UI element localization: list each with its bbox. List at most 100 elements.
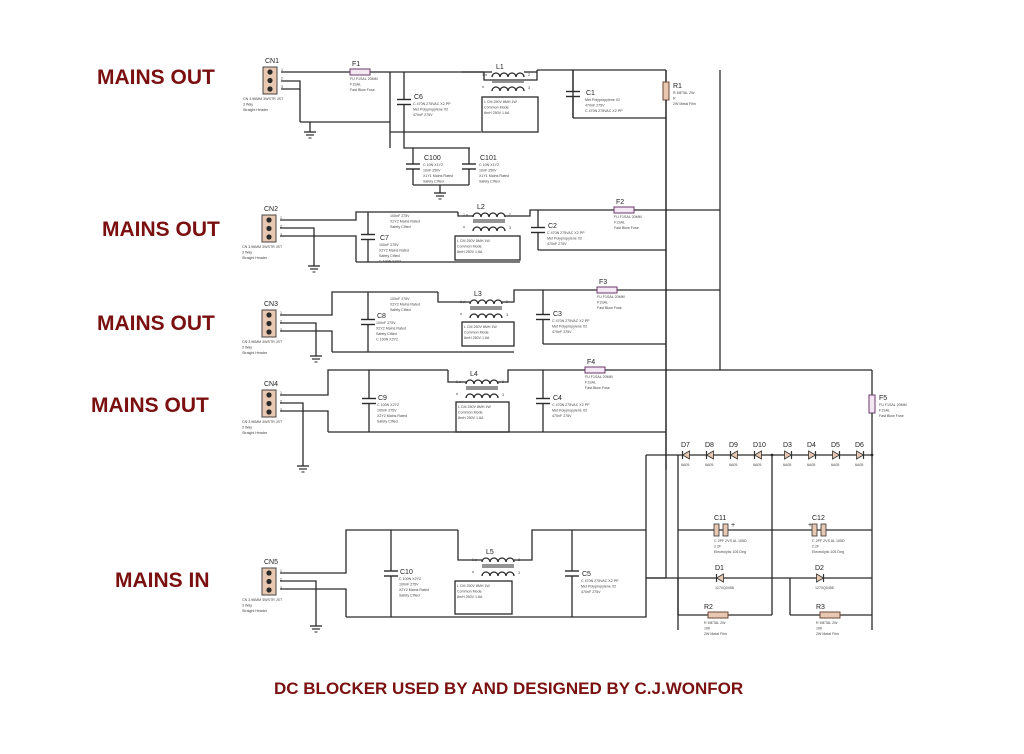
diode-part: 6A05 bbox=[753, 463, 761, 467]
inductor-l4 bbox=[465, 379, 499, 385]
connector-text: 3 Way bbox=[242, 251, 252, 255]
capacitor-text: 100nF 275V bbox=[399, 583, 419, 587]
capacitor-text: 2.2F bbox=[714, 545, 722, 549]
resistor-text: 2W Metal Film bbox=[673, 102, 696, 106]
diode-part: 6A05 bbox=[729, 463, 737, 467]
connector-ref: CN3 bbox=[264, 301, 278, 308]
inductor-text: 8mH 250V 1.6A bbox=[457, 595, 483, 599]
section-label-5: MAINS IN bbox=[115, 569, 210, 592]
capacitor-text: X2Y2 Mains Rated bbox=[399, 588, 429, 592]
inductor-ref: L1 bbox=[496, 64, 504, 71]
inductor-box bbox=[481, 96, 539, 133]
capacitor-text: C 2PF 2VS AL 105D bbox=[714, 539, 747, 543]
capacitor-text: 100nF 275V bbox=[390, 297, 410, 301]
wire bbox=[457, 530, 482, 561]
pin-label: o bbox=[460, 312, 462, 316]
inductor-text: L CM 250V 8MH 1W bbox=[457, 239, 490, 243]
wire bbox=[457, 212, 473, 217]
capacitor-text: 2.2F bbox=[812, 545, 820, 549]
diode-part: 1270Q0458 bbox=[815, 586, 834, 590]
connector-ref: CN1 bbox=[265, 58, 279, 65]
inductor-l3 bbox=[469, 299, 503, 305]
wire bbox=[505, 209, 666, 217]
pin-label: o bbox=[482, 85, 484, 89]
pin-label: 1 bbox=[280, 569, 282, 573]
pin-label: 2 bbox=[528, 73, 530, 77]
diode-icon bbox=[816, 573, 825, 583]
inductor-text: Common Mode bbox=[457, 245, 482, 249]
capacitor-text: C 470N 275VAC X2 PP bbox=[585, 109, 623, 113]
diode-d6 bbox=[856, 450, 865, 460]
connector-pin bbox=[266, 392, 272, 398]
pin-label: 3 bbox=[509, 226, 511, 230]
connector-pin bbox=[266, 312, 272, 318]
capacitor-text: 470nF 275V bbox=[413, 113, 433, 117]
fuse-text: Fast Blow Fuse bbox=[879, 414, 904, 418]
diode-ref: D4 bbox=[807, 442, 816, 449]
capacitor-ref: C4 bbox=[553, 395, 562, 402]
diode-part: 1270Q0458 bbox=[715, 586, 734, 590]
inductor-text: Common Mode bbox=[457, 590, 482, 594]
capacitor-text: 470nF 275V bbox=[552, 414, 572, 418]
inductor-text: Common Mode bbox=[458, 411, 483, 415]
capacitor-text: X2Y2 Mains Rated bbox=[376, 327, 406, 331]
capacitor-text: C 470N 275VAC X2 PP bbox=[413, 102, 451, 106]
section-label-3: MAINS OUT bbox=[97, 312, 215, 335]
capacitor-text: 10nF 250V bbox=[479, 169, 497, 173]
inductor-text: L CM 250V 8MH 1W bbox=[484, 100, 517, 104]
connector-pin bbox=[266, 409, 272, 415]
wire bbox=[403, 132, 470, 149]
capacitor-text: C 470N 275VAC X2 PP bbox=[552, 403, 590, 407]
capacitor-ref: C5 bbox=[582, 571, 591, 578]
capacitor-text: 100nF 275V bbox=[379, 243, 399, 247]
pin-label: 2 bbox=[280, 578, 282, 582]
pin-label: 3 bbox=[280, 233, 282, 237]
pin-label: 2 bbox=[280, 400, 282, 404]
connector-pin bbox=[266, 400, 272, 407]
capacitor-text: Met Polypropylene X2 bbox=[585, 98, 620, 102]
diode-d4 bbox=[808, 450, 817, 460]
pin-label: 1 o bbox=[482, 73, 487, 77]
capacitor-ref: C2 bbox=[548, 223, 557, 230]
capacitor-text: 470nF 275V bbox=[547, 242, 567, 246]
connector-pin bbox=[266, 587, 272, 593]
pin-label: 3 bbox=[528, 86, 530, 90]
pin-label: 2 bbox=[280, 320, 282, 324]
capacitor-ref: C11 bbox=[714, 515, 726, 522]
inductor-l1 bbox=[491, 72, 525, 78]
fuse-f3 bbox=[596, 286, 618, 294]
fuse-text: F1SAL bbox=[879, 409, 890, 413]
capacitor-text: Safety Ctfied bbox=[390, 225, 411, 229]
wire bbox=[280, 227, 315, 260]
inductor-l3 bbox=[469, 313, 503, 319]
capacitor-text: Electrolytic 105 Deg bbox=[812, 550, 844, 554]
diode-icon bbox=[808, 450, 817, 460]
diode-icon bbox=[784, 450, 793, 460]
connector-pin bbox=[267, 77, 273, 84]
wire bbox=[447, 370, 466, 383]
diode-part: 6A05 bbox=[855, 463, 863, 467]
inductor-box bbox=[454, 580, 513, 615]
connector-text: Straight Header bbox=[242, 351, 268, 355]
connector-text: 3 Way bbox=[243, 103, 253, 107]
capacitor-ref: C100 bbox=[424, 155, 441, 162]
fuse-text: FU F1SAL 20MM bbox=[614, 215, 642, 219]
polarity-mark: + bbox=[731, 522, 735, 529]
fuse-text: Fast Blow Fuse bbox=[597, 306, 622, 310]
connector-text: 3 Way bbox=[242, 604, 252, 608]
diode-part: 6A05 bbox=[705, 463, 713, 467]
section-label-4: MAINS OUT bbox=[91, 394, 209, 417]
inductor-box bbox=[461, 321, 515, 347]
wire bbox=[280, 235, 357, 262]
resistor-text: 2W Metal Film bbox=[816, 632, 839, 636]
wire bbox=[514, 529, 646, 561]
capacitor-text: Safety Ctfied bbox=[376, 332, 397, 336]
pin-label: 3 bbox=[281, 85, 283, 89]
capacitor-text: Safety Ctfied bbox=[399, 594, 420, 598]
connector-text: Straight Header bbox=[242, 609, 268, 613]
connector-text: 3 Way bbox=[242, 426, 252, 430]
resistor-text: 2W Metal Film bbox=[704, 632, 727, 636]
footer-title: DC BLOCKER USED BY AND DESIGNED BY C.J.W… bbox=[274, 679, 743, 698]
wire bbox=[498, 369, 666, 383]
